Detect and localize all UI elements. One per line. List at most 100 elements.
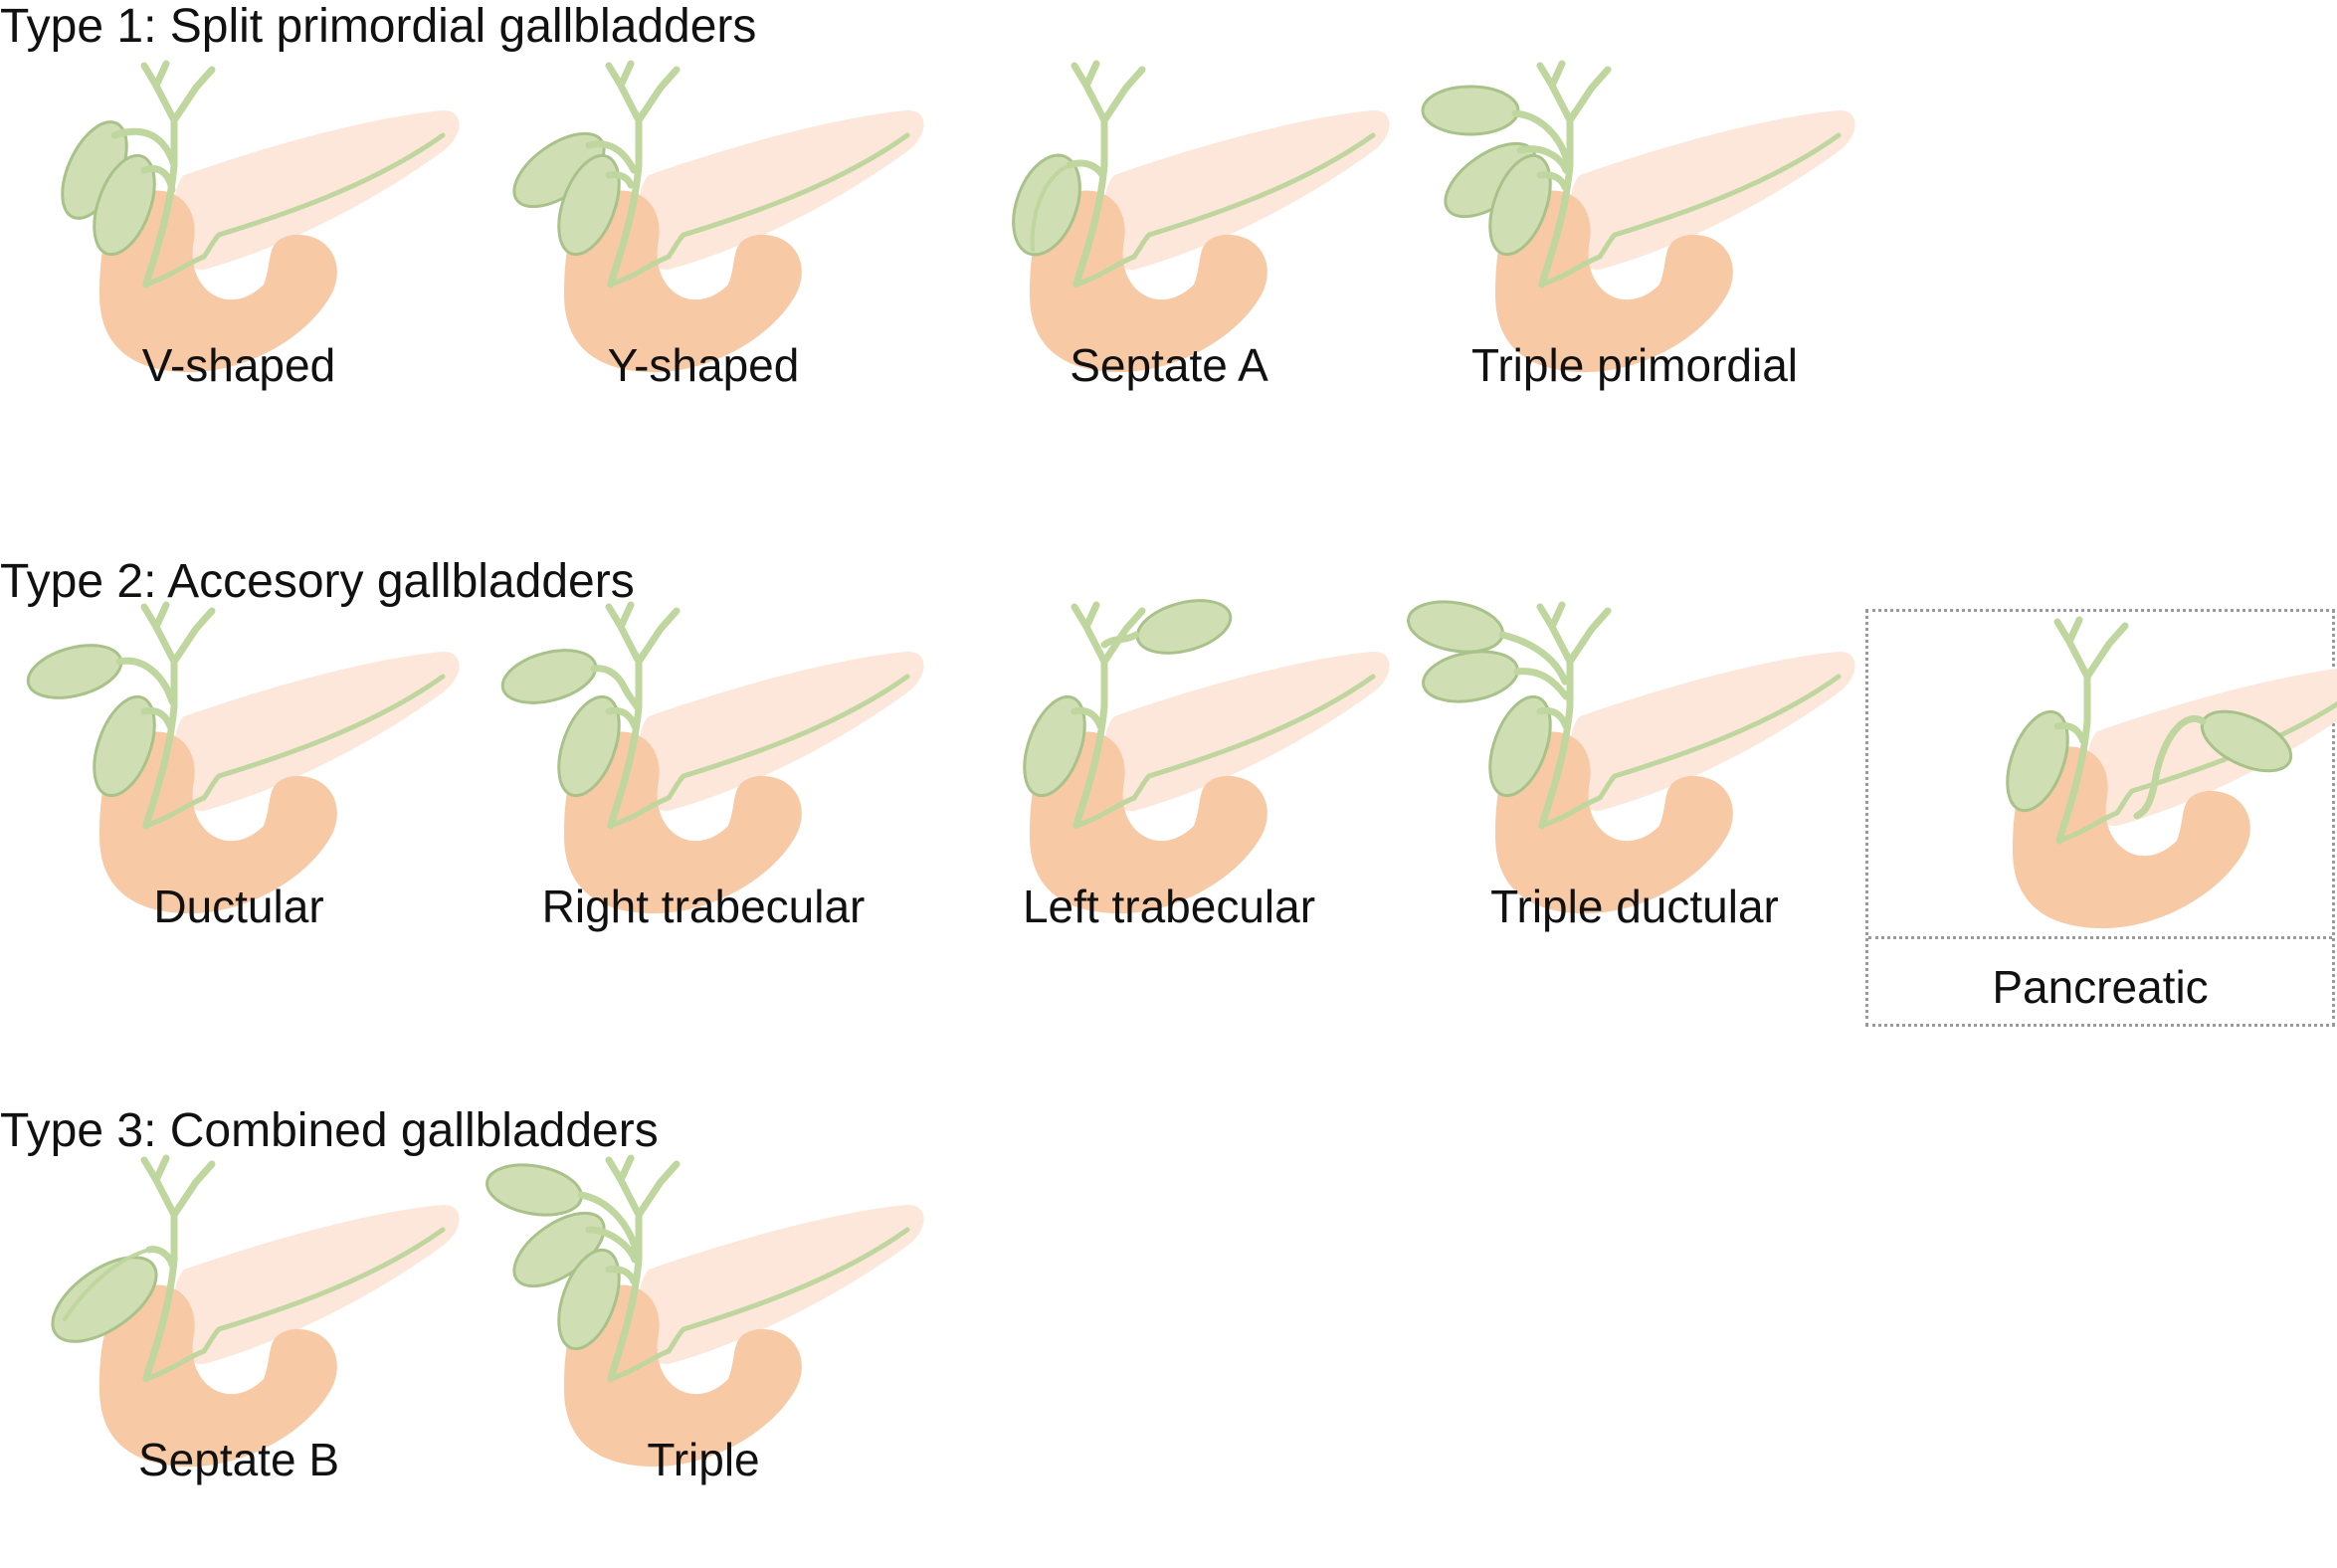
gallbladder-top — [486, 1163, 583, 1217]
pancreas-body — [638, 109, 924, 271]
cystic-duct-2 — [1071, 706, 1104, 730]
pancreatic-duct — [1539, 674, 1842, 829]
cystic-duct-3 — [1536, 706, 1570, 730]
cystic-duct-1 — [1511, 109, 1572, 167]
left-trabecular-diagram — [1023, 599, 1390, 914]
cystic-duct-1 — [115, 657, 176, 705]
gallbladder-accessory — [500, 649, 598, 704]
cystic-duct-1 — [110, 127, 178, 169]
pancreas-body — [173, 109, 460, 271]
hepatic-duct-tree — [605, 1154, 681, 1264]
triple-primordial-diagram — [1421, 60, 1855, 373]
caption-v-shaped: V-shaped — [141, 339, 336, 391]
gallbladder-septum — [1030, 163, 1071, 252]
panel-right-trabecular: Right trabecular — [470, 597, 937, 1015]
caption-triple: Triple — [647, 1434, 760, 1485]
v-shaped-diagram — [61, 60, 460, 373]
cystic-duct-1 — [577, 1191, 640, 1254]
cystic-duct — [2053, 721, 2087, 745]
pancreas-body — [1569, 651, 1855, 812]
panel-septate-b: Septate B — [5, 1150, 473, 1568]
pancreas-body — [1569, 109, 1855, 271]
gallbladder-top — [1407, 600, 1504, 654]
gallbladder-right — [557, 153, 621, 257]
pancreatic-duct — [608, 674, 910, 829]
triple-ductular-diagram — [1407, 600, 1855, 914]
caption-left-trabecular: Left trabecular — [1022, 881, 1316, 932]
septate-a-diagram — [1012, 60, 1390, 373]
hepatic-duct-tree — [2053, 616, 2129, 725]
caption-triple-ductular: Triple ductular — [1490, 881, 1779, 932]
common-bile-duct — [142, 1256, 178, 1383]
gallbladder-right — [557, 1248, 621, 1351]
gallbladder-middle — [1422, 650, 1519, 703]
cystic-duct-1 — [1100, 631, 1140, 649]
caption-pancreatic: Pancreatic — [1992, 961, 2209, 1013]
cystic-duct-2 — [1516, 145, 1570, 174]
section-title-type-1: Type 1: Split primordial gallbladders — [0, 0, 757, 53]
pancreas-body — [1103, 109, 1390, 271]
hepatic-duct-tree — [1071, 60, 1146, 169]
gallbladder-main — [1488, 694, 1552, 798]
cystic-duct-3 — [1536, 171, 1569, 191]
pancreatic-box-divider — [1868, 936, 2332, 939]
pancreatic-duct — [608, 1227, 910, 1382]
caption-septate-b: Septate B — [137, 1434, 340, 1485]
gallbladder-septum — [63, 1248, 151, 1321]
panel-triple-primordial: Triple primordial — [1401, 56, 1868, 474]
right-trabecular-diagram — [500, 601, 924, 914]
cystic-duct-1 — [590, 665, 641, 710]
caption-right-trabecular: Right trabecular — [541, 881, 866, 932]
y-shaped-diagram — [512, 60, 924, 373]
common-bile-duct — [1072, 161, 1108, 289]
caption-ductular: Ductular — [153, 881, 324, 932]
pancreas-body — [638, 1204, 924, 1365]
triple-diagram — [486, 1154, 924, 1468]
pancreas-body — [638, 651, 924, 812]
pancreatic-duct — [143, 1227, 446, 1382]
pancreas-body — [1103, 651, 1390, 812]
panel-v-shaped: V-shaped — [5, 56, 473, 474]
cystic-duct — [1066, 159, 1106, 179]
gallbladder-accessory — [26, 644, 123, 699]
gallbladder-main — [2006, 709, 2069, 813]
gallbladder — [51, 1256, 158, 1343]
hepatic-duct-tree — [1536, 60, 1612, 169]
gallbladder-right — [93, 153, 156, 257]
panel-y-shaped: Y-shaped — [470, 56, 937, 474]
cystic-duct — [145, 1246, 176, 1269]
panel-ductular: Ductular — [5, 597, 473, 1015]
cystic-duct-2 — [605, 706, 639, 730]
cystic-duct-1 — [1498, 631, 1569, 686]
hepatic-duct-tree — [1536, 601, 1612, 710]
cystic-duct-3 — [605, 1266, 638, 1285]
accessory-duct — [2133, 715, 2207, 820]
panel-septate-a: Septate A — [935, 56, 1403, 474]
pancreatic-duct — [608, 132, 910, 288]
cystic-duct-1 — [585, 140, 638, 174]
hepatic-duct-tree — [140, 1154, 216, 1264]
cystic-duct-2 — [585, 1226, 639, 1264]
gallbladder-right — [1488, 153, 1552, 257]
gallbladder-top — [1421, 85, 1520, 136]
pancreas-body — [173, 1204, 460, 1365]
pancreas-body — [173, 651, 460, 812]
gallbladder — [1012, 153, 1081, 257]
panel-triple-ductular: Triple ductular — [1401, 597, 1868, 1015]
septate-b-diagram — [51, 1154, 460, 1468]
pancreatic-duct — [143, 674, 446, 829]
pancreatic-duct — [1073, 674, 1376, 829]
panel-left-trabecular: Left trabecular — [935, 597, 1403, 1015]
hepatic-duct-tree — [605, 601, 681, 710]
hepatic-duct-tree — [605, 60, 681, 169]
hepatic-duct-tree — [140, 601, 216, 710]
common-bile-duct — [607, 161, 643, 289]
section-title-type-3: Type 3: Combined gallbladders — [0, 1104, 659, 1157]
hepatic-duct-tree — [140, 60, 216, 169]
gallbladder-main — [557, 694, 621, 798]
cystic-duct-2 — [605, 171, 635, 189]
pancreatic-diagram — [2006, 616, 2337, 929]
panel-triple: Triple — [470, 1150, 937, 1568]
pancreatic-duct — [1539, 132, 1842, 288]
gallbladder-accessory — [1135, 599, 1233, 655]
